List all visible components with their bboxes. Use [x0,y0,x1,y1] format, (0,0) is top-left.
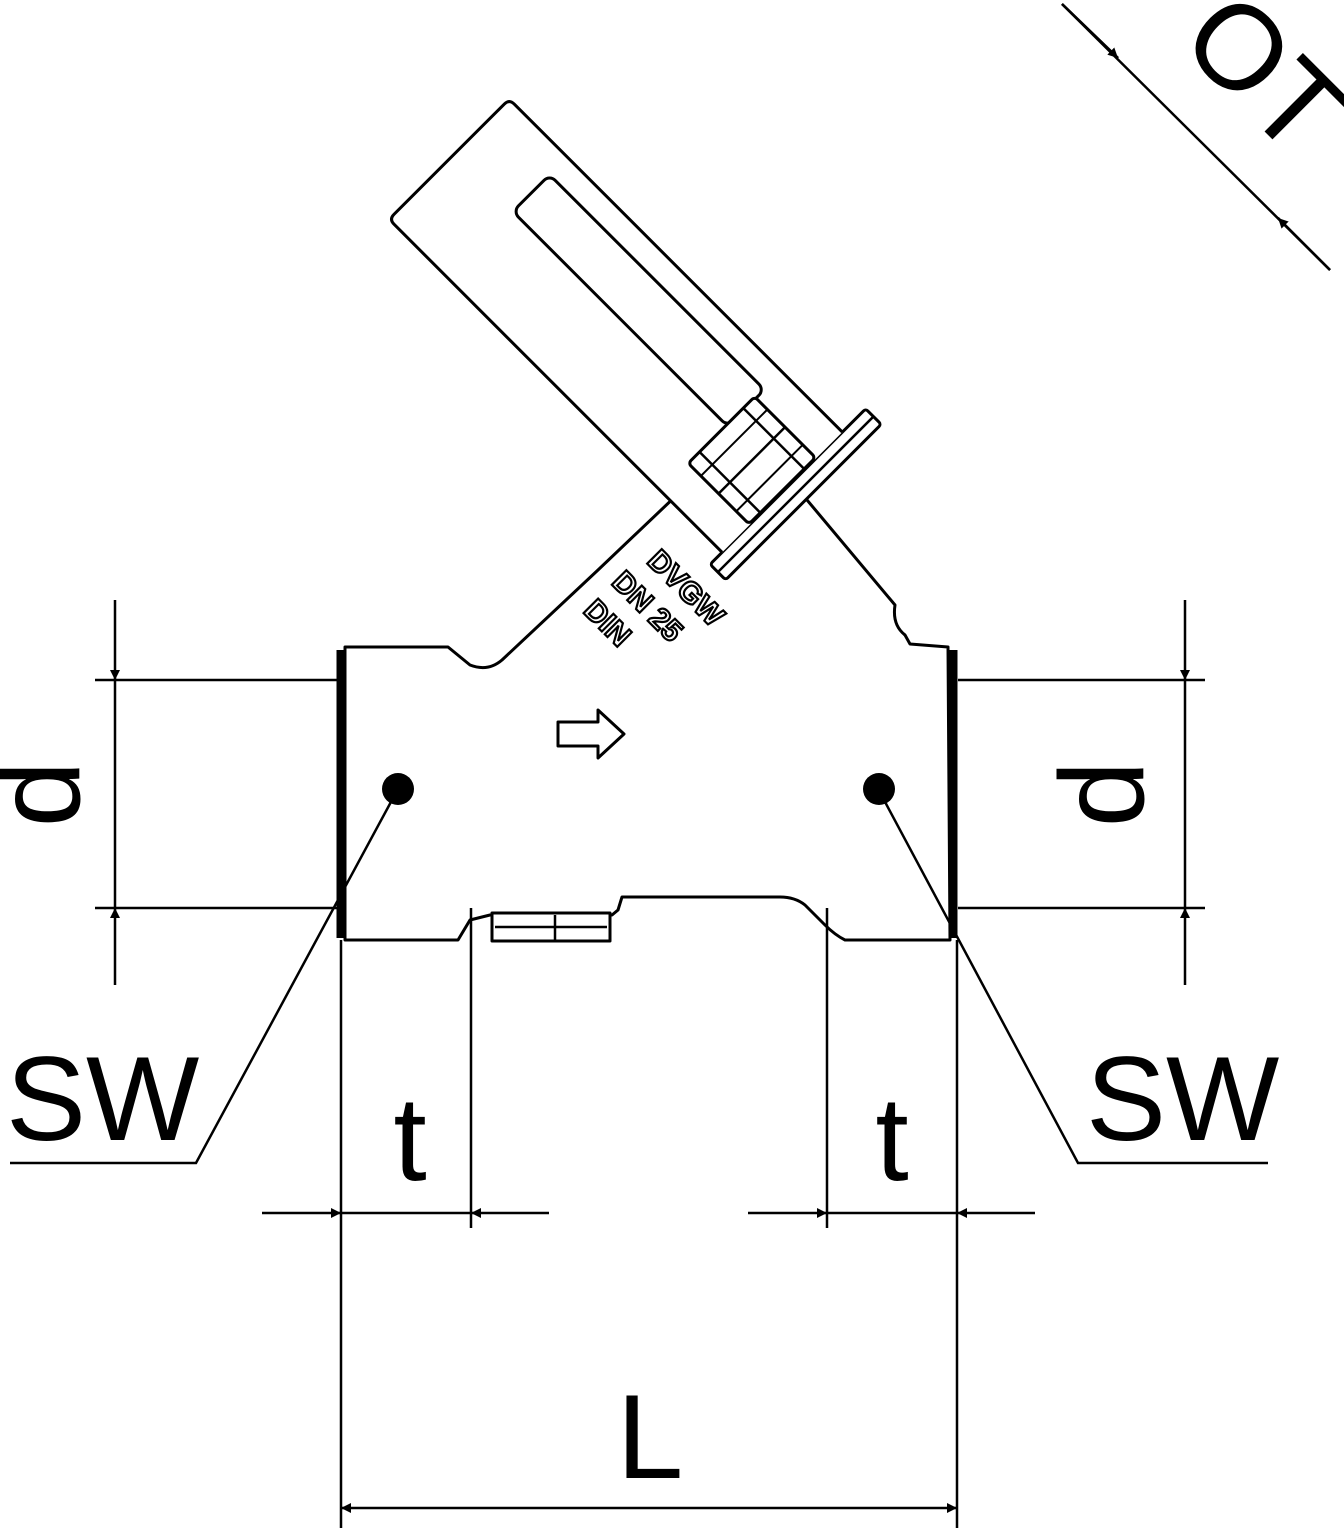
label-d-right: d [1036,761,1170,828]
label-d-left: d [0,761,106,828]
strainer-cap [390,100,882,581]
body-outline [343,418,952,942]
label-l: L [617,1370,684,1504]
flow-arrow-icon [556,708,626,760]
dimension-lines [110,3,1331,1513]
extension-lines [95,3,1331,1528]
label-t-right: t [875,1072,908,1206]
sw-leaders [10,773,1268,1165]
label-sw-right: SW [1086,1032,1279,1166]
label-t-left: t [393,1072,426,1206]
label-sw-left: SW [6,1032,199,1166]
label-ot: OT [1158,0,1344,180]
fitting-body [336,418,958,943]
